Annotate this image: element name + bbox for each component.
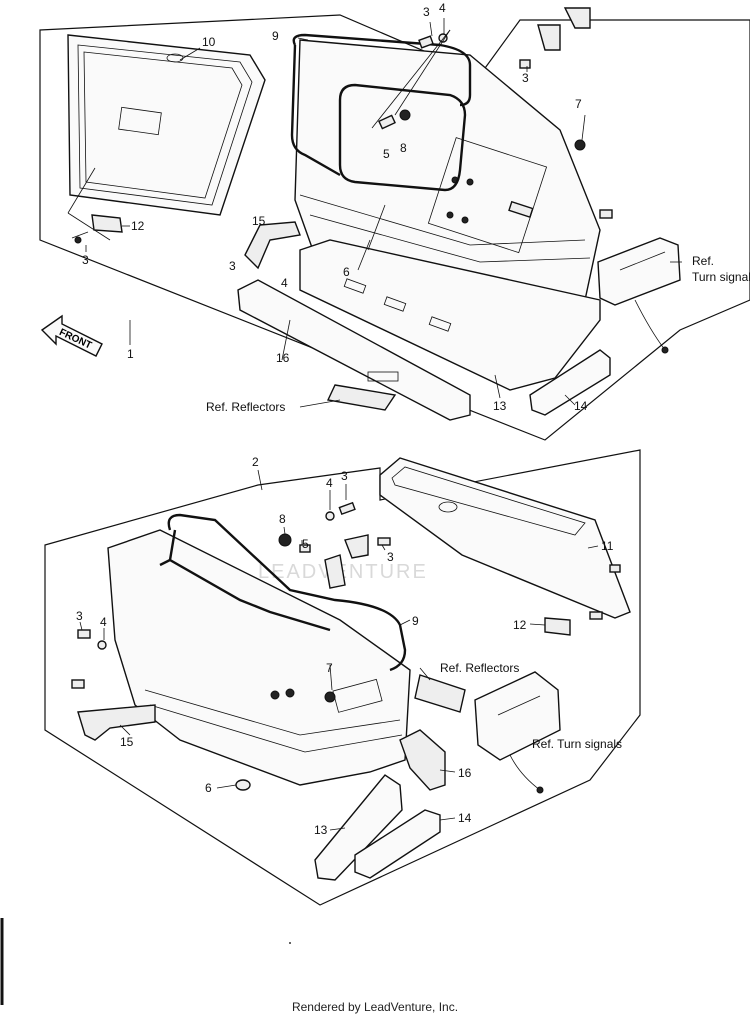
upper-leaders: [67, 18, 682, 408]
upper-label-10: 10: [202, 35, 216, 49]
left-lid-part-10: [67, 34, 266, 216]
speck-mark: [289, 942, 291, 944]
upper-label-4b: 4: [281, 276, 288, 290]
lower-hardware: [71, 501, 621, 689]
upper-turn-signal: [597, 237, 681, 354]
upper-label-15: 15: [252, 214, 266, 228]
lower-label-9: 9: [412, 614, 419, 628]
lower-label-15: 15: [120, 735, 134, 749]
upper-label-3a: 3: [423, 5, 430, 19]
upper-ref-turn-b: Turn signals: [692, 270, 750, 284]
upper-rail-part-9: [290, 33, 472, 192]
upper-label-4a: 4: [439, 1, 446, 15]
lower-leaders: [79, 469, 599, 831]
lower-assembly-frame: [44, 449, 641, 906]
upper-label-12: 12: [131, 219, 145, 233]
upper-label-3b: 3: [522, 71, 529, 85]
lower-label-4a: 4: [326, 476, 333, 490]
upper-stay-part-15: [244, 221, 301, 270]
lower-label-8: 8: [279, 512, 286, 526]
upper-label-13: 13: [493, 399, 507, 413]
lower-label-16: 16: [458, 766, 472, 780]
upper-ref-turn-a: Ref.: [692, 254, 714, 268]
lower-label-11: 11: [601, 539, 614, 553]
lower-reflector: [414, 674, 466, 713]
lower-label-3b: 3: [387, 550, 394, 564]
lower-label-12: 12: [513, 618, 527, 632]
lower-label-2: 2: [252, 455, 259, 469]
lower-label-14: 14: [458, 811, 472, 825]
upper-hinge-part-16: [237, 279, 471, 421]
lower-turn-signal: [474, 671, 561, 794]
upper-label-1: 1: [127, 347, 134, 361]
lower-label-13: 13: [314, 823, 328, 837]
lower-ref-reflectors: Ref. Reflectors: [440, 661, 519, 675]
upper-label-8: 8: [400, 141, 407, 155]
upper-ref-reflectors: Ref. Reflectors: [206, 400, 285, 414]
lower-rail-part-9: [159, 513, 407, 672]
lower-label-5: 5: [302, 537, 309, 551]
upper-label-5: 5: [383, 147, 390, 161]
upper-label-3d: 3: [229, 259, 236, 273]
side-case-body: [107, 529, 411, 786]
upper-bracket-part-12: [91, 214, 123, 233]
upper-handle-part-14: [529, 349, 611, 416]
lower-label-3c: 3: [76, 609, 83, 623]
upper-reflector: [326, 384, 397, 411]
lower-stay-part-15: [77, 704, 156, 741]
upper-label-6: 6: [343, 265, 350, 279]
upper-label-7: 7: [575, 97, 582, 111]
lower-handle-part-14: [354, 809, 441, 879]
lower-label-3a: 3: [341, 469, 348, 483]
front-direction-arrow: FRONT: [40, 314, 103, 357]
lower-plug-part-6: [235, 779, 251, 791]
lower-labels: 2 3 4 8 5 3 11 12 3 4 9 7 15 6 16 13 14 …: [76, 455, 622, 837]
lower-hinge-part-16: [399, 729, 446, 791]
upper-labels: 3 4 9 10 3 7 5 8 12 15 3 3 4 6 1 16 13 1…: [82, 1, 750, 414]
upper-label-16: 16: [276, 351, 290, 365]
upper-label-14: 14: [574, 399, 588, 413]
upper-base-part-13: [299, 239, 601, 391]
lower-base-part-13: [314, 774, 403, 881]
footer-credit: Rendered by LeadVenture, Inc.: [291, 1000, 459, 1014]
lower-label-6: 6: [205, 781, 212, 795]
lower-ref-turn-signals: Ref. Turn signals: [532, 737, 622, 751]
upper-label-9: 9: [272, 29, 279, 43]
upper-assembly-frame: [39, 14, 750, 441]
lower-label-4b: 4: [100, 615, 107, 629]
lower-label-7: 7: [326, 661, 333, 675]
upper-label-3c: 3: [82, 253, 89, 267]
right-lid-part-11: [379, 457, 631, 619]
